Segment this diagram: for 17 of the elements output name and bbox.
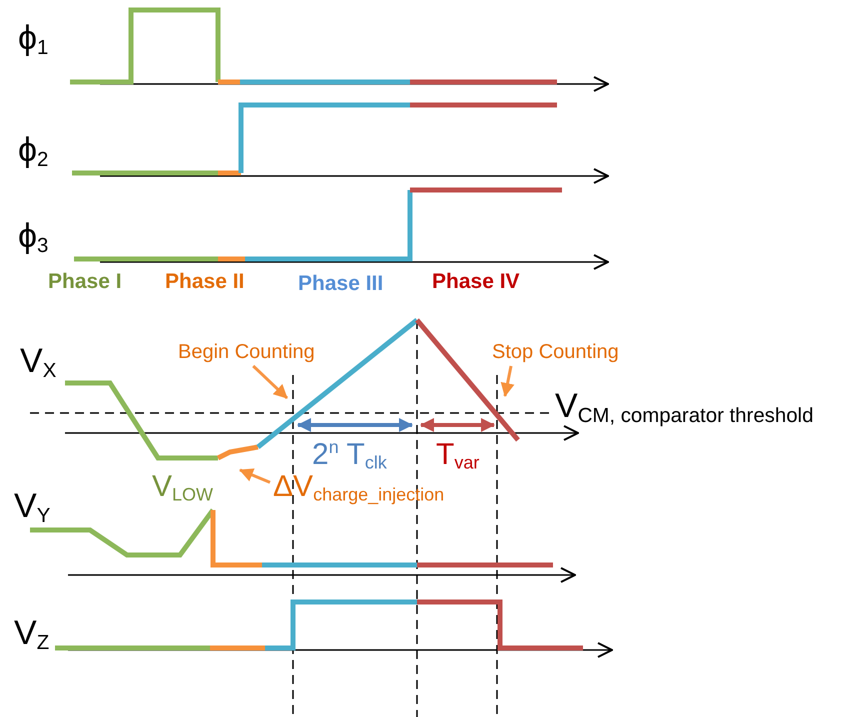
signal-label: V$_{X}$ bbox=[20, 343, 56, 383]
signal-label: ϕ$_{2}$ bbox=[18, 132, 48, 172]
signal-label: V$_{Z}$ bbox=[14, 615, 50, 655]
leader-arrow bbox=[252, 364, 288, 400]
voltage-label: V$_{LOW}$ bbox=[152, 470, 214, 506]
signal-label: ϕ$_{1}$ bbox=[18, 20, 48, 60]
annotation-text: Begin Counting bbox=[178, 341, 315, 363]
phase-label: Phase II bbox=[165, 270, 244, 294]
annotation-text: Stop Counting bbox=[492, 341, 619, 363]
phase-label: Phase III bbox=[298, 272, 384, 296]
phase-label: Phase I bbox=[48, 270, 122, 294]
signal-label: ϕ$_{3}$ bbox=[18, 218, 48, 258]
threshold-label: V$_{CM, comparator threshold}$ bbox=[555, 388, 814, 428]
signal-label: V$_{Y}$ bbox=[14, 488, 50, 528]
phase-label: Phase IV bbox=[432, 270, 520, 294]
leader-arrow bbox=[239, 468, 271, 484]
leader-arrow bbox=[500, 366, 514, 397]
